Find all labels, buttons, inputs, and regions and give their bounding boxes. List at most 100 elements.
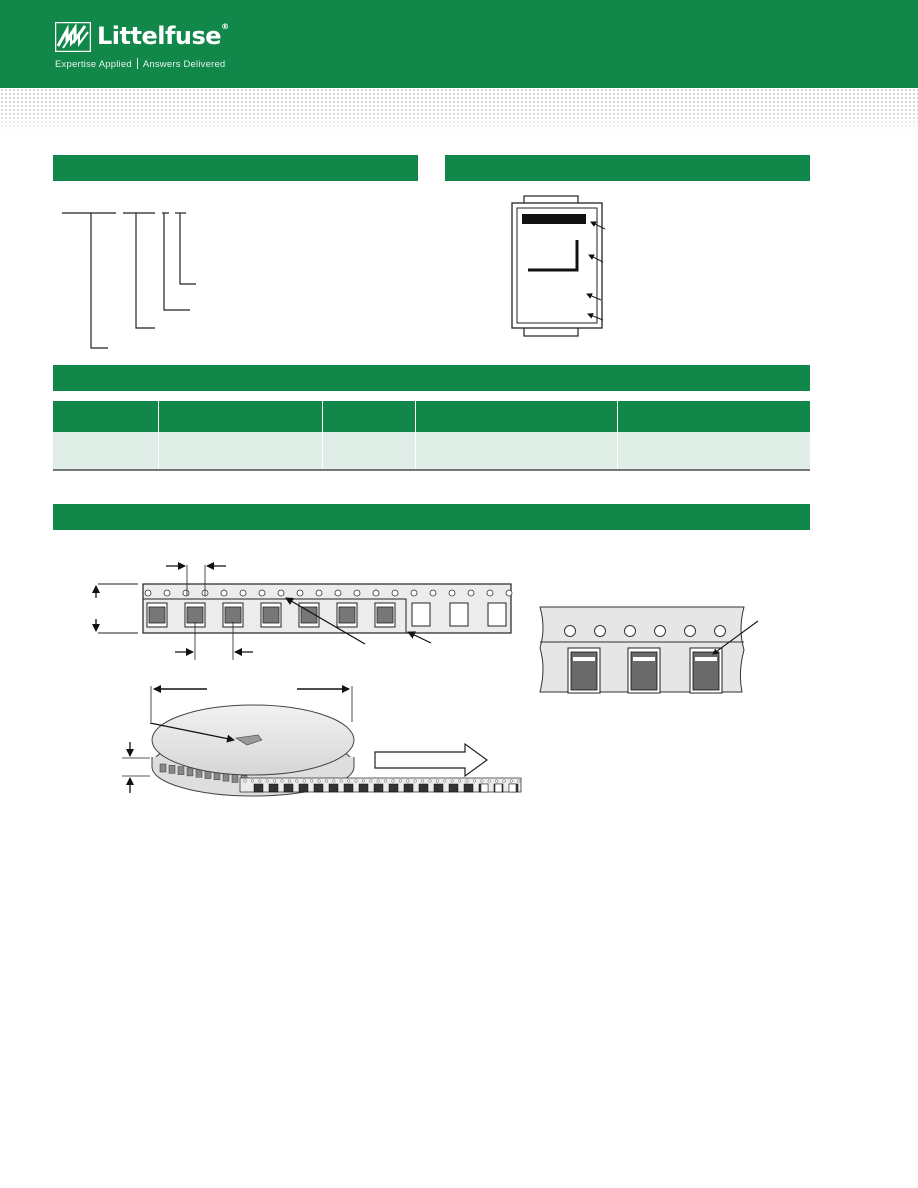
sprocket-hole: [324, 779, 328, 783]
component: [186, 606, 204, 624]
table-cell: [158, 432, 323, 471]
sprocket-hole: [450, 779, 454, 783]
tape-and-reel-header: [53, 504, 810, 530]
sprocket-hole: [369, 779, 373, 783]
packaging-table: [53, 401, 810, 471]
table-cell: [415, 432, 618, 471]
sprocket-hole: [163, 589, 171, 597]
reel-component: [159, 763, 167, 773]
littelfuse-fuse-logo-icon: [55, 22, 91, 52]
reel-component: [168, 765, 176, 774]
strip-component: [298, 783, 309, 793]
reel-diagram: [122, 685, 522, 797]
sprocket-hole: [277, 589, 285, 597]
sprocket-hole: [144, 589, 152, 597]
sprocket-hole: [421, 779, 425, 783]
tagline-expertise: Expertise Applied: [55, 59, 132, 70]
sprocket-hole: [410, 589, 418, 597]
strip-component: [403, 783, 414, 793]
strip-component: [343, 783, 354, 793]
marking-diagram: [511, 195, 606, 337]
sprocket-hole: [273, 779, 277, 783]
marking-header: [445, 155, 810, 181]
component: [262, 606, 280, 624]
brand-header: Littelfuse® Expertise Applied Answers Del…: [0, 0, 918, 88]
component: [224, 606, 242, 624]
sprocket-hole: [398, 779, 402, 783]
table-row: [53, 432, 810, 471]
strip-component: [313, 783, 324, 793]
sprocket-hole: [487, 779, 491, 783]
sprocket-hole: [332, 779, 336, 783]
sprocket-hole: [467, 589, 475, 597]
reel-component: [177, 766, 185, 775]
sprocket-hole: [347, 779, 351, 783]
sprocket-hole: [372, 589, 380, 597]
sprocket-hole: [280, 779, 284, 783]
sprocket-hole: [354, 779, 358, 783]
sprocket-hole: [480, 779, 484, 783]
sprocket-hole: [296, 589, 304, 597]
sprocket-hole: [624, 625, 636, 637]
strip-component: [373, 783, 384, 793]
sprocket-hole: [654, 625, 666, 637]
brand-wordmark: Littelfuse®: [97, 22, 229, 50]
sprocket-hole: [376, 779, 380, 783]
sprocket-hole: [509, 779, 513, 783]
tape-detail-view: [539, 606, 759, 694]
tagline: Expertise Applied Answers Delivered: [55, 58, 225, 70]
tagline-answers: Answers Delivered: [142, 59, 226, 70]
sprocket-hole: [495, 779, 499, 783]
strip-component: [283, 783, 294, 793]
sprocket-hole: [517, 779, 521, 783]
table-header-cell: [53, 401, 159, 432]
part-numbering-header: [53, 155, 418, 181]
strip-component: [358, 783, 369, 793]
sprocket-hole: [428, 779, 432, 783]
sprocket-hole: [220, 589, 228, 597]
sprocket-hole: [287, 779, 291, 783]
strip-component: [433, 783, 444, 793]
polarity-band: [573, 657, 595, 661]
table-cell: [617, 432, 810, 471]
strip-component: [388, 783, 399, 793]
carrier-tape-diagram: [92, 562, 513, 660]
sprocket-hole: [448, 589, 456, 597]
sprocket-hole: [353, 589, 361, 597]
strip-component: [463, 783, 474, 793]
sprocket-hole: [458, 779, 462, 783]
sprocket-hole: [684, 625, 696, 637]
component: [376, 606, 394, 624]
part-number-diagram: [62, 212, 196, 349]
empty-pocket: [487, 602, 507, 627]
packaging-header: [53, 365, 810, 391]
sprocket-hole: [465, 779, 469, 783]
sprocket-hole: [317, 779, 321, 783]
reel-component: [186, 767, 194, 777]
sprocket-hole: [384, 779, 388, 783]
sprocket-hole: [391, 779, 395, 783]
sprocket-hole: [443, 779, 447, 783]
sprocket-hole: [250, 779, 254, 783]
strip-component: [253, 783, 264, 793]
strip-component: [328, 783, 339, 793]
polarity-band: [633, 657, 655, 661]
strip-component: [268, 783, 279, 793]
sprocket-hole: [361, 779, 365, 783]
table-header-cell: [415, 401, 618, 432]
empty-pocket: [449, 602, 469, 627]
sprocket-hole: [486, 589, 494, 597]
component: [148, 606, 166, 624]
sprocket-hole: [258, 589, 266, 597]
table-header-cell: [617, 401, 810, 432]
sprocket-hole: [564, 625, 576, 637]
table-header-cell: [158, 401, 323, 432]
sprocket-hole: [472, 779, 476, 783]
sprocket-hole: [505, 589, 513, 597]
tagline-divider: [136, 58, 138, 69]
sprocket-hole: [429, 589, 437, 597]
table-header-row: [53, 401, 810, 432]
polarity-band: [695, 657, 717, 661]
sprocket-hole: [182, 589, 190, 597]
strip-empty-pocket: [480, 783, 489, 793]
